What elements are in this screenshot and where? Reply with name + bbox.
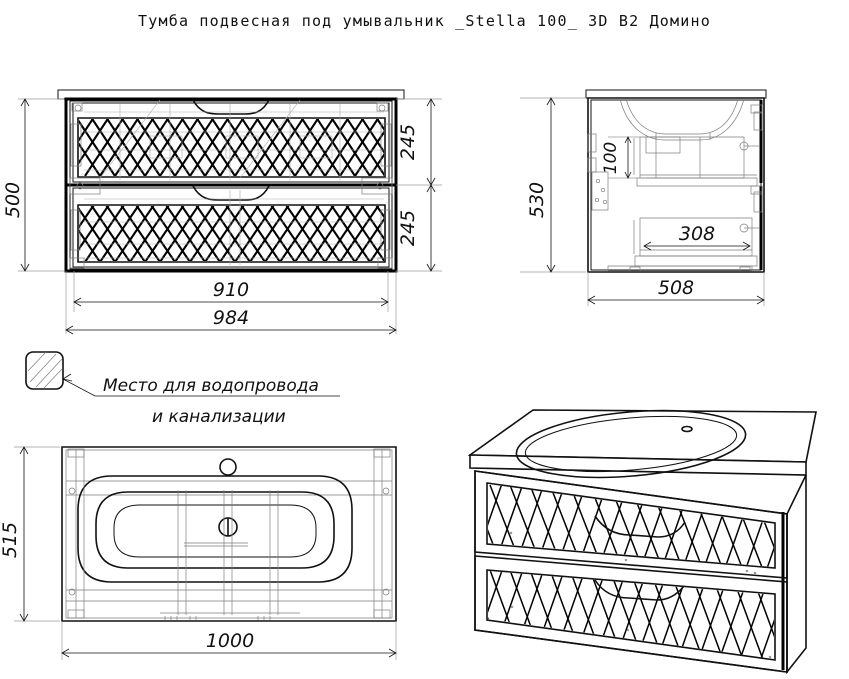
iso-drawer-upper-face	[474, 470, 788, 579]
top-basin-inner	[113, 504, 317, 558]
page-title: Тумба подвесная под умывальник _Stella 1…	[138, 12, 711, 30]
side-basin-section	[619, 98, 745, 141]
front-drawer-lower[interactable]	[55, 185, 415, 268]
dim-530-label: 530	[526, 182, 548, 218]
dim-side-height-530: 530	[520, 97, 586, 273]
front-view: 500 245 245	[2, 89, 442, 335]
legend: Место для водопровода и канализации	[25, 351, 340, 427]
dim-1000-label: 1000	[206, 630, 254, 652]
front-lower-panel	[72, 187, 390, 268]
dim-515-label: 515	[0, 522, 21, 558]
dim-100-label: 100	[601, 142, 621, 174]
front-hardware	[69, 102, 393, 269]
iso-basin-oval	[515, 409, 747, 479]
front-upper-internals	[84, 99, 384, 180]
iso-view	[467, 409, 817, 679]
iso-basin-inner	[524, 416, 738, 472]
top-view: 515 1000	[0, 446, 397, 660]
dim-910-label: 910	[213, 279, 249, 301]
front-lower-lattice	[79, 206, 384, 261]
top-internals	[67, 448, 391, 620]
top-basin-outer	[77, 475, 353, 583]
legend-leader-arrow	[61, 373, 73, 382]
dim-front-lower-245: 245	[396, 184, 442, 272]
front-upper-handle[interactable]	[192, 99, 270, 115]
iso-detail-marks	[509, 531, 772, 659]
side-countertop	[585, 89, 767, 99]
dim-side-depth-508: 508	[587, 272, 765, 306]
side-drawer-lower[interactable]	[633, 185, 763, 267]
iso-cabinet-front	[474, 470, 788, 673]
front-lower-lattice-frame	[77, 204, 386, 263]
side-cabinet-inner	[590, 99, 762, 271]
dim-245-upper-label: 245	[397, 124, 419, 160]
front-drawer-upper[interactable]	[55, 99, 415, 183]
front-lower-internals	[84, 190, 384, 265]
front-cabinet-inner	[69, 100, 393, 270]
iso-drawer-lower-panel	[486, 569, 776, 661]
legend-leader-line	[62, 378, 340, 397]
dim-front-upper-245: 245	[396, 98, 442, 186]
iso-lower-handle[interactable]	[594, 579, 685, 601]
dim-top-depth-515: 515	[0, 446, 60, 622]
iso-drawer-lower-face	[474, 555, 788, 673]
legend-hatched-square-icon	[25, 351, 64, 390]
front-upper-lattice-frame	[77, 117, 386, 178]
legend-text-line1: Место для водопровода	[103, 376, 319, 396]
front-lower-slides	[70, 209, 391, 251]
dim-front-width-984: 984	[65, 271, 397, 335]
top-basin-mid	[95, 491, 335, 569]
dim-front-height-500: 500	[2, 98, 64, 272]
front-upper-lattice	[79, 119, 384, 176]
iso-cabinet-right-side	[786, 474, 807, 675]
front-upper-slides	[70, 123, 392, 167]
iso-upper-handle[interactable]	[594, 515, 686, 538]
front-upper-panel	[72, 102, 390, 183]
dim-front-width-910: 910	[73, 271, 389, 312]
dim-508-label: 508	[658, 277, 694, 299]
dim-top-width-1000: 1000	[61, 621, 397, 660]
legend-text-line2: и канализации	[152, 407, 286, 427]
iso-countertop-right	[805, 411, 817, 463]
iso-drawer-lower[interactable]	[470, 555, 805, 679]
dim-side-308: 308	[643, 223, 751, 251]
top-outline	[61, 446, 397, 622]
iso-tap-hole	[681, 425, 693, 433]
iso-drawer-upper-panel	[486, 482, 776, 569]
side-view: 530 100 308	[520, 89, 767, 306]
iso-countertop-edge-line	[469, 467, 807, 476]
dim-308-label: 308	[679, 223, 715, 245]
side-wall-bracket	[587, 133, 609, 211]
top-inner	[65, 449, 393, 619]
front-lower-handle[interactable]	[192, 185, 270, 201]
dim-500-label: 500	[2, 182, 24, 218]
dim-245-lower-label: 245	[397, 210, 419, 246]
top-tap-hole	[219, 458, 237, 476]
dim-side-100: 100	[601, 136, 646, 179]
side-drawer-upper[interactable]	[633, 104, 763, 187]
legend-hatch-lines	[27, 351, 63, 389]
side-bottom-trim	[607, 265, 753, 272]
dim-984-label: 984	[213, 307, 249, 329]
